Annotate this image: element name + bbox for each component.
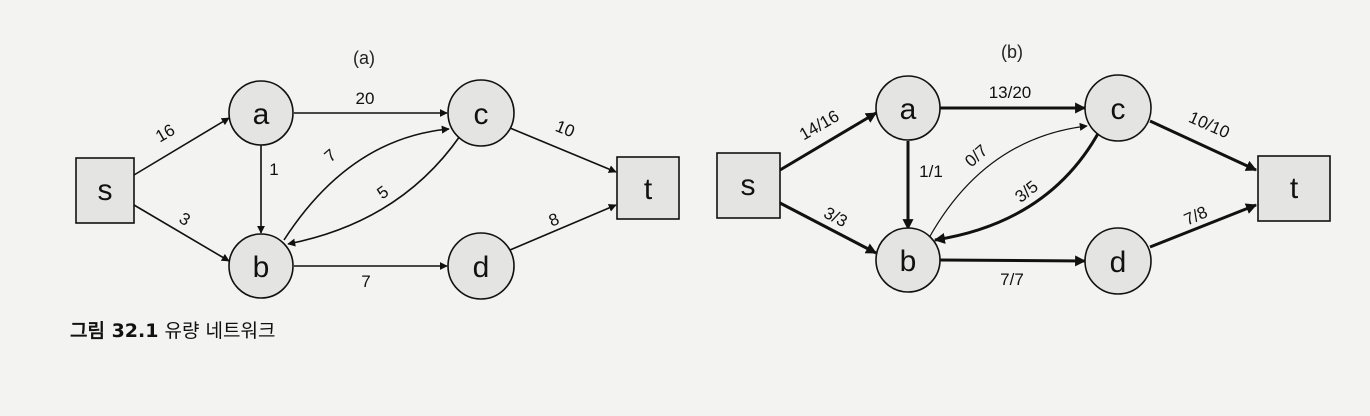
node-a-t xyxy=(616,156,680,220)
edge-a-c-b xyxy=(287,135,461,247)
node-a-c-label: c xyxy=(474,98,489,131)
figure-number: 그림 32.1 xyxy=(70,320,159,342)
edge-a-c-t xyxy=(509,127,617,173)
panel-a-label: (a) xyxy=(353,48,375,68)
node-b-a-label: a xyxy=(900,93,917,126)
edge-b-b-d-label: 7/7 xyxy=(1000,270,1024,289)
node-b-t-label: t xyxy=(1290,172,1299,205)
node-b-c-label: c xyxy=(1111,93,1126,126)
edge-a-c-t-label: 10 xyxy=(553,117,578,142)
edge-b-c-b xyxy=(933,129,1102,244)
edge-b-c-t xyxy=(1149,119,1257,172)
node-b-s-label: s xyxy=(741,169,756,202)
edge-b-b-c xyxy=(928,122,1088,239)
node-a-c xyxy=(447,79,515,147)
panel-a: (a) 16 3 20 1 7 5 10 7 8 s a b c d t xyxy=(75,48,680,300)
edge-b-a-c-label: 13/20 xyxy=(989,83,1032,102)
edge-a-b-d-label: 7 xyxy=(361,272,370,291)
edge-b-s-a xyxy=(779,111,877,172)
edge-a-d-t xyxy=(509,204,617,251)
edge-b-c-t-label: 10/10 xyxy=(1186,108,1233,143)
edge-a-b-c-label: 7 xyxy=(321,145,340,166)
node-b-c xyxy=(1084,74,1152,142)
figure-caption: 그림 32.1 유량 네트워크 xyxy=(70,316,275,343)
node-a-a xyxy=(228,80,294,146)
node-a-a-label: a xyxy=(253,98,270,131)
edge-b-b-d xyxy=(939,255,1087,267)
node-a-t-label: t xyxy=(644,173,653,206)
node-a-b xyxy=(228,233,294,299)
node-a-d-label: d xyxy=(473,251,490,284)
edge-a-s-b xyxy=(133,204,230,262)
node-b-d-label: d xyxy=(1110,246,1127,279)
node-b-d xyxy=(1084,227,1152,295)
edge-a-a-c-label: 20 xyxy=(356,89,375,108)
edge-a-d-t-label: 8 xyxy=(546,209,562,230)
node-a-s xyxy=(75,157,135,224)
edge-b-a-b-label: 1/1 xyxy=(919,162,943,181)
node-b-b xyxy=(875,227,941,293)
edge-a-s-a-label: 16 xyxy=(152,120,178,146)
node-b-s xyxy=(716,152,781,219)
node-a-b-label: b xyxy=(253,251,270,284)
node-b-t xyxy=(1257,155,1331,222)
edge-b-d-t xyxy=(1149,203,1258,249)
edge-b-b-c-label: 0/7 xyxy=(961,141,991,171)
edge-a-a-b-label: 1 xyxy=(269,160,278,179)
edge-a-b-c xyxy=(283,125,450,241)
panel-b-label: (b) xyxy=(1001,42,1023,62)
node-b-b-label: b xyxy=(900,245,917,278)
panel-b: (b) 14/16 3/3 13/20 1/1 0/7 3/5 10/10 7/… xyxy=(716,42,1331,295)
edge-a-s-b-label: 3 xyxy=(176,209,194,230)
node-a-s-label: s xyxy=(98,174,113,207)
edge-b-s-b xyxy=(779,201,877,255)
edge-a-c-b-label: 5 xyxy=(374,182,393,203)
figure-title: 유량 네트워크 xyxy=(164,320,276,342)
edge-a-s-a xyxy=(133,117,230,176)
node-a-d xyxy=(447,232,515,300)
node-b-a xyxy=(875,75,941,141)
